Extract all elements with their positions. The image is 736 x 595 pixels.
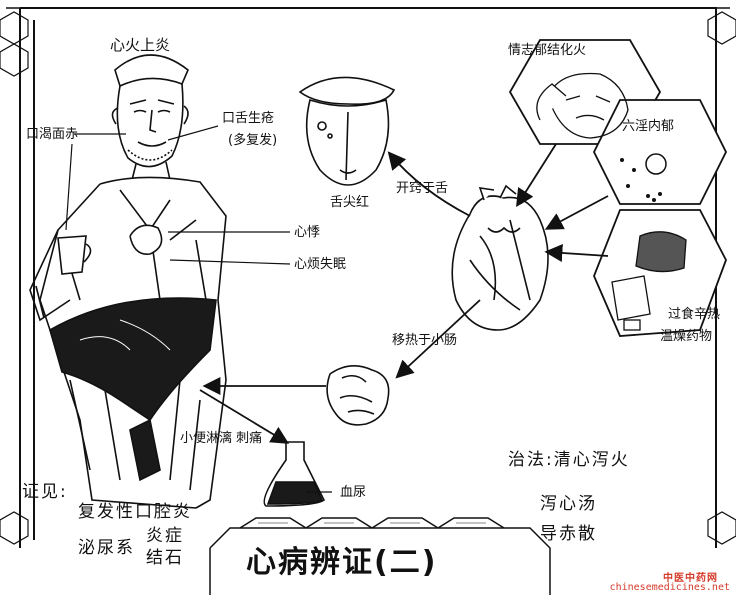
- watermark-cn: 中医中药网: [663, 573, 718, 584]
- treatment-method: 治法:清心泻火: [508, 450, 630, 470]
- symptom-thirst-red-face: 口渴面赤: [26, 127, 79, 142]
- symptom-hematuria: 血尿: [340, 485, 367, 500]
- diseases-heading: 证见:: [22, 482, 68, 502]
- page-title: 心病辨证(二): [246, 545, 438, 580]
- symptom-palpitation: 心悸: [294, 225, 321, 240]
- disease-urinary-prefix: 泌尿系: [78, 538, 135, 558]
- treatment-formula-1: 泻心汤: [540, 494, 597, 514]
- disease-oral: 复发性口腔炎: [78, 502, 192, 522]
- cause-drugs: 温燥药物: [660, 329, 713, 344]
- symptom-mouth-sores: 口舌生疮: [222, 111, 275, 126]
- heart-illustration: [451, 184, 549, 331]
- treatment-formula-2: 导赤散: [540, 524, 597, 544]
- cause-emotion: 情志郁结化火: [508, 43, 587, 58]
- cause-diet: 过食辛热: [668, 307, 721, 322]
- tongue-illustration: [298, 76, 396, 186]
- watermark-url: chinesemedicines.net: [609, 582, 730, 593]
- pathway-to-tongue: 开窍于舌: [396, 181, 449, 196]
- pathway-arrows: [199, 143, 609, 444]
- urine-flask-illustration: [263, 441, 326, 507]
- subtitle: 心火上炎: [110, 36, 171, 54]
- disease-urinary-bottom: 结石: [146, 548, 184, 568]
- pathway-to-intestine: 移热于小肠: [392, 333, 458, 348]
- cause-six-excess: 六淫内郁: [622, 119, 675, 134]
- disease-urinary-top: 炎症: [146, 526, 184, 546]
- label-leader-lines: [65, 125, 332, 493]
- title-banner: [209, 517, 551, 595]
- symptom-urination: 小便淋漓 刺痛: [180, 431, 263, 446]
- corner-hex-pattern: [0, 11, 736, 545]
- patient-figure: [29, 54, 227, 509]
- small-intestine-illustration: [326, 365, 390, 426]
- symptom-insomnia: 心烦失眠: [294, 257, 347, 272]
- symptom-recurrent: (多复发): [228, 133, 278, 148]
- symptom-red-tip: 舌尖红: [330, 195, 370, 210]
